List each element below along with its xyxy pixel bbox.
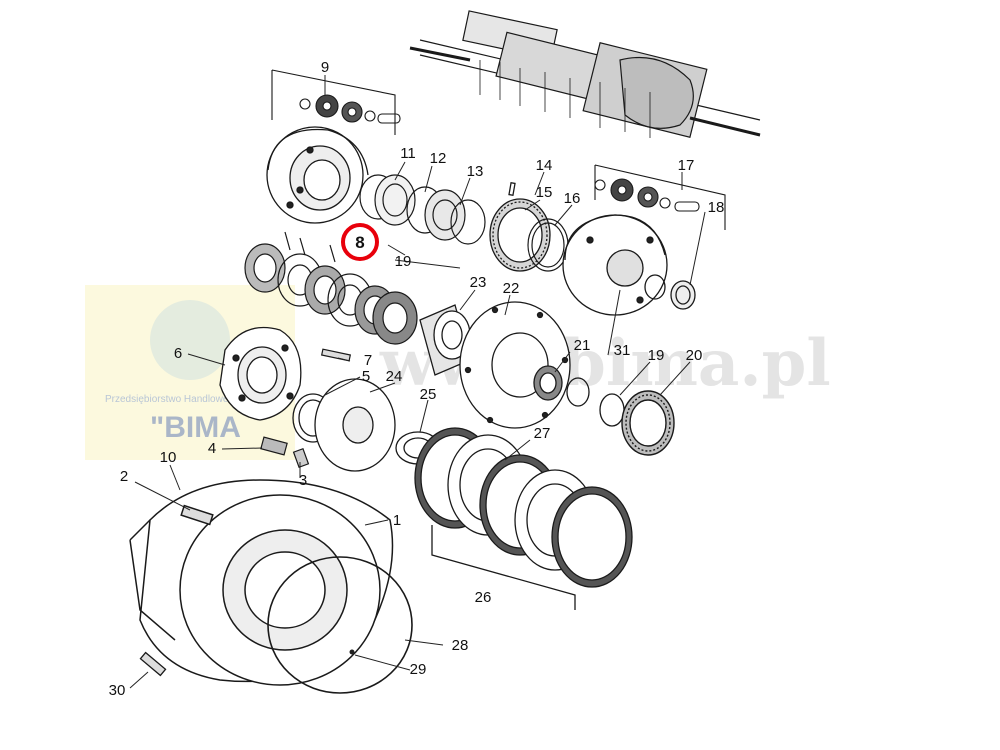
label-21: 21: [574, 337, 591, 354]
label-6: 6: [174, 345, 182, 362]
spring-4: [260, 436, 288, 456]
label-8: 8: [355, 233, 364, 252]
planet-gear-set-9: [271, 69, 401, 135]
highlight-circle: [341, 223, 379, 261]
watermark-brand: "BIMA: [150, 411, 241, 444]
label-14: 14: [536, 157, 553, 174]
leader-lines: [129, 75, 706, 689]
label-3: 3: [299, 472, 307, 489]
bearing-rings-11-13: [359, 174, 486, 245]
label-24: 24: [386, 368, 403, 385]
ring-gear-15: [489, 181, 551, 272]
bolt-7: [320, 348, 352, 362]
label-20: 20: [686, 347, 703, 364]
gear-20: [621, 390, 675, 456]
screw-3: [292, 448, 310, 468]
label-31: 31: [614, 342, 631, 359]
sleeve-23: [419, 304, 471, 376]
label-15: 15: [536, 184, 553, 201]
label-13: 13: [467, 163, 484, 180]
label-26: 26: [475, 589, 492, 606]
label-23: 23: [470, 274, 487, 291]
planet-carrier-right: [562, 214, 696, 316]
planet-carrier-left: [266, 126, 369, 224]
part-labels: 9 11 12 13 14 15 16 17 18 8 19 23 22 6 7…: [109, 59, 725, 699]
label-5: 5: [362, 368, 370, 385]
pin-29: [349, 649, 355, 655]
label-22: 22: [503, 280, 520, 297]
planet-gear-set-17: [594, 164, 726, 230]
bearing-21: [533, 365, 563, 401]
label-18: 18: [708, 199, 725, 216]
plate-22: [459, 301, 571, 429]
piston-6: [219, 326, 302, 421]
label-7: 7: [364, 352, 372, 369]
watermark-company: Przedsiębiorstwo Handlowe: [105, 394, 229, 405]
housing-1: [129, 479, 394, 686]
clutch-pack-8: [244, 231, 418, 345]
label-2: 2: [120, 468, 128, 485]
label-4: 4: [208, 440, 216, 457]
label-1: 1: [393, 512, 401, 529]
label-10: 10: [160, 449, 177, 466]
gearbox-assembly: [409, 10, 761, 138]
label-16: 16: [564, 190, 581, 207]
label-27: 27: [534, 425, 551, 442]
label-28: 28: [452, 637, 469, 654]
label-30: 30: [109, 682, 126, 699]
label-17: 17: [678, 157, 695, 174]
seal-ring-28: [267, 556, 413, 694]
label-19-right: 19: [648, 347, 665, 364]
bolt-30: [139, 651, 167, 677]
label-29: 29: [410, 661, 427, 678]
label-19-top: 19: [395, 253, 412, 270]
label-11: 11: [400, 145, 416, 162]
pressure-disc-24: [314, 378, 396, 472]
label-12: 12: [430, 150, 447, 167]
label-9: 9: [321, 59, 329, 76]
clutch-discs-26: [414, 427, 633, 610]
label-25: 25: [420, 386, 437, 403]
